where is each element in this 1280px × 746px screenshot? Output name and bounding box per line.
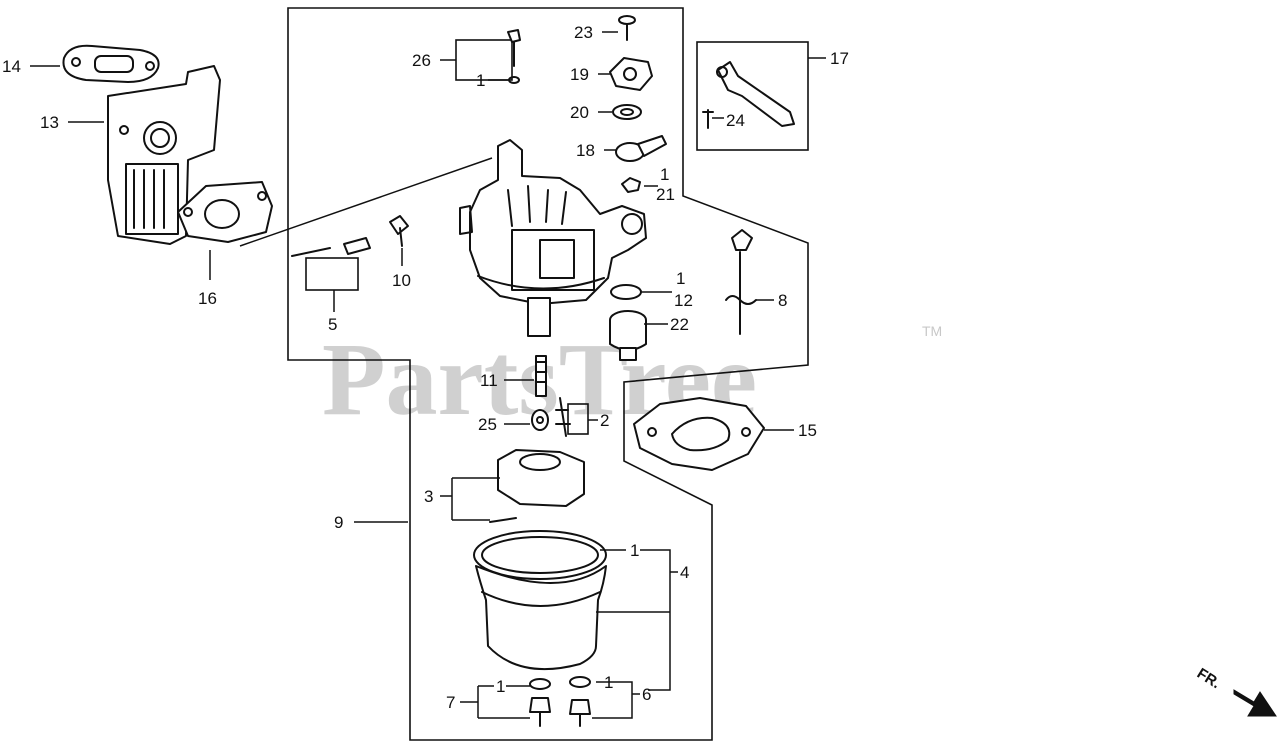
part-15-gasket xyxy=(633,397,765,471)
part-5-frame xyxy=(305,257,359,291)
part-26-screw xyxy=(507,29,521,84)
callout-1-26: 1 xyxy=(476,71,485,90)
callout-23: 23 xyxy=(574,23,593,42)
part-20-washer xyxy=(612,104,642,120)
part-11-nozzle xyxy=(535,355,547,397)
part-17-choke-lever xyxy=(716,61,795,127)
callout-15: 15 xyxy=(798,421,817,440)
part-7-bolt xyxy=(529,678,551,727)
front-arrow-icon xyxy=(1233,689,1277,717)
callout-18: 18 xyxy=(576,141,595,160)
callout-20: 20 xyxy=(570,103,589,122)
part-25-jet xyxy=(531,409,549,431)
callout-1-12: 1 xyxy=(676,269,685,288)
part-12-gasket xyxy=(610,284,642,300)
part-19-plate xyxy=(609,57,653,91)
callout-14: 14 xyxy=(2,57,21,76)
callout-16: 16 xyxy=(198,289,217,308)
part-6-bolt xyxy=(569,676,591,727)
callout-5: 5 xyxy=(328,315,337,334)
callout-3: 3 xyxy=(424,487,433,506)
part-23-screw xyxy=(618,15,636,41)
callout-labels: 14 13 16 5 10 26 1 23 19 20 18 1 21 1 12… xyxy=(2,23,849,712)
callout-21: 21 xyxy=(656,185,675,204)
callout-1-4: 1 xyxy=(630,541,639,560)
callout-leaders xyxy=(30,31,826,719)
front-direction-marker: FR. xyxy=(1194,665,1277,717)
callout-11: 11 xyxy=(480,371,498,390)
callout-10: 10 xyxy=(392,271,411,290)
callout-2: 2 xyxy=(600,411,609,430)
part-8-drain-screw xyxy=(725,229,757,335)
callout-22: 22 xyxy=(670,315,689,334)
callout-26: 26 xyxy=(412,51,431,70)
callout-24: 24 xyxy=(726,111,745,130)
callout-1-7: 1 xyxy=(496,677,505,696)
callout-6: 6 xyxy=(642,685,651,704)
callout-17: 17 xyxy=(830,49,849,68)
part-21-nut xyxy=(621,177,641,193)
part-14-gasket xyxy=(62,44,160,83)
part-4-float-chamber xyxy=(473,530,607,671)
part-17-frame xyxy=(696,41,809,151)
callout-1-21: 1 xyxy=(660,165,669,184)
callout-25: 25 xyxy=(478,415,497,434)
part-5-pilot-screw-set xyxy=(291,237,371,257)
part-16-gasket xyxy=(177,181,273,243)
callout-4: 4 xyxy=(680,563,689,582)
assembly-frame xyxy=(287,7,809,741)
part-24-screw xyxy=(702,109,714,129)
part-2-float-pin xyxy=(555,397,571,437)
part-2-frame xyxy=(567,403,589,435)
front-direction-label: FR. xyxy=(1194,665,1224,692)
part-3-float xyxy=(489,449,585,523)
part-13-insulator-bracket xyxy=(107,65,221,245)
gasket-alignment-line xyxy=(239,157,493,247)
part-18-lever xyxy=(615,135,667,162)
callout-19: 19 xyxy=(570,65,589,84)
watermark-trademark: TM xyxy=(922,323,942,339)
callout-9: 9 xyxy=(334,513,343,532)
callout-8: 8 xyxy=(778,291,787,310)
part-22-valve xyxy=(609,310,647,361)
part-20-washer-hole xyxy=(620,108,634,116)
part-10-screw xyxy=(389,215,409,247)
callout-13: 13 xyxy=(40,113,59,132)
carburetor-body xyxy=(459,139,647,337)
callout-12: 12 xyxy=(674,291,693,310)
callout-7: 7 xyxy=(446,693,455,712)
callout-1-6: 1 xyxy=(604,673,613,692)
